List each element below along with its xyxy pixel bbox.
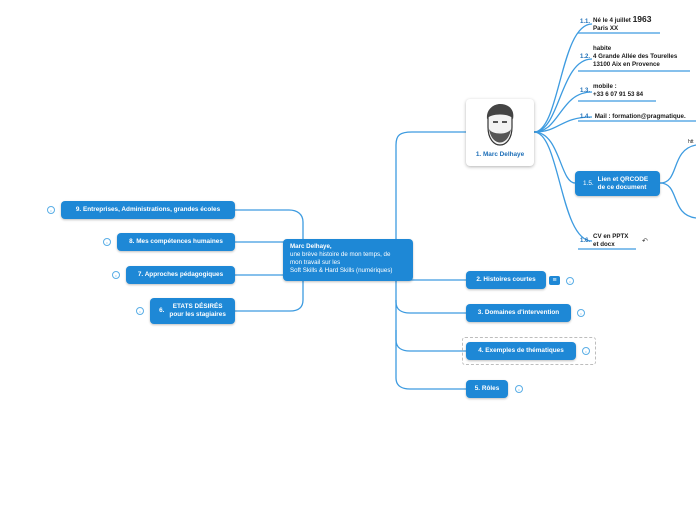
edge-to-node-6 [235,270,304,312]
mobile-number: +33 6 07 91 53 84 [593,91,644,99]
collapse-marker-icon[interactable]: • [515,385,523,393]
edge-to-1-3 [533,91,593,133]
edge-to-1-5 [533,131,576,184]
collapse-marker-icon[interactable]: • [136,307,144,315]
qrcode-label-1: Lien et QRCODE [597,175,649,183]
detail-1-6-num: 1.6. [580,238,591,244]
qrcode-label-2: de ce document [597,183,647,191]
detail-1-6[interactable]: 1.6. CV en PPTX et docx [580,233,628,249]
detail-1-4[interactable]: 1.4. Mail : formation@pragmatique. [580,113,686,122]
detail-1-5-node[interactable]: 1.5. Lien et QRCODE de ce document [575,171,660,196]
topic-9-label: 9. Entreprises, Administrations, grandes… [75,206,221,213]
address-label: habite [593,45,612,52]
cv-label-1: CV en PPTX [593,233,629,240]
topic-6-num: 6. [159,307,165,314]
profile-caption: 1. Marc Delhaye [475,151,525,158]
detail-1-5-num: 1.5. [583,179,594,187]
detail-1-1[interactable]: 1.1. Né le 4 juillet 1963 Paris XX [580,14,652,33]
collapse-marker-icon[interactable]: • [582,347,590,355]
topic-3-label: 3. Domaines d'intervention [477,309,560,316]
collapse-marker-icon[interactable]: • [577,309,585,317]
topic-etats-desires[interactable]: 6. ETATS DÉSIRÉS pour les stagiaires [150,298,235,324]
collapse-marker-icon[interactable]: • [47,206,55,214]
mobile-label: mobile : [593,83,617,90]
selection-frame [462,337,596,365]
edge-to-node-4 [395,300,466,352]
detail-1-3[interactable]: 1.3. mobile : +33 6 07 91 53 84 [580,83,643,99]
topic-5-label: 5. Rôles [474,385,500,392]
detail-1-2-num: 1.2. [580,54,591,60]
topic-entreprises[interactable]: 9. Entreprises, Administrations, grandes… [61,201,235,219]
topic-4-label: 4. Exemples de thématiques [478,347,564,354]
detail-1-1-num: 1.1. [580,19,591,25]
birth-label: Né le 4 juillet [593,17,631,24]
detail-1-4-num: 1.4. [580,114,591,120]
detail-1-3-num: 1.3. [580,88,591,94]
central-title: Marc Delhaye, [290,243,332,250]
collapse-marker-icon[interactable]: • [566,277,574,285]
address-city: 13100 Aix en Provence [593,61,660,69]
central-topic[interactable]: Marc Delhaye, une brève histoire de mon … [283,239,413,281]
edge-to-node-5 [395,330,466,390]
url-fragment[interactable]: htt [688,139,694,145]
birth-year: 1963 [632,14,652,24]
edge-to-1-6 [533,131,593,242]
topic-exemples-thematiques[interactable]: 4. Exemples de thématiques [466,342,576,360]
central-line-2: mon travail sur les [290,259,341,267]
topic-2-label: 2. Histoires courtes [476,276,536,283]
edge-to-1-1 [533,23,593,133]
collapse-marker-icon[interactable]: • [103,238,111,246]
collapse-marker-icon[interactable]: • [112,271,120,279]
topic-6-line-1: ETATS DÉSIRÉS [172,303,223,310]
topic-roles[interactable]: 5. Rôles [466,380,508,398]
note-icon[interactable]: ≡ [549,276,560,285]
topic-histoires-courtes[interactable]: 2. Histoires courtes [466,271,546,289]
link-icon[interactable]: ↶ [642,238,648,245]
topic-7-label: 7. Approches pédagogiques [137,271,224,278]
portrait-icon [486,104,514,146]
topic-competences-humaines[interactable]: 8. Mes compétences humaines [117,233,235,251]
profile-node[interactable]: 1. Marc Delhaye [466,99,534,166]
topic-8-label: 8. Mes compétences humaines [129,238,223,245]
address-street: 4 Grande Allée des Tourelles [593,53,678,61]
central-line-3: Soft Skills & Hard Skills (numériques) [290,267,393,275]
topic-approches-pedagogiques[interactable]: 7. Approches pédagogiques [126,266,235,284]
cv-label-2: et docx [593,241,615,249]
detail-1-2[interactable]: 1.2. habite 4 Grande Allée des Tourelles… [580,45,677,69]
birth-place: Paris XX [593,25,619,33]
topic-6-line-2: pour les stagiaires [169,311,226,318]
edge-from-1-5 [659,144,696,184]
edge-to-node-9 [235,209,304,261]
mail-text: Mail : formation@pragmatique. [594,113,686,120]
central-line-1: une brève histoire de mon temps, de [290,251,391,259]
edge-to-1-4 [533,116,593,133]
edge-to-1-2 [533,58,593,133]
topic-domaines[interactable]: 3. Domaines d'intervention [466,304,571,322]
